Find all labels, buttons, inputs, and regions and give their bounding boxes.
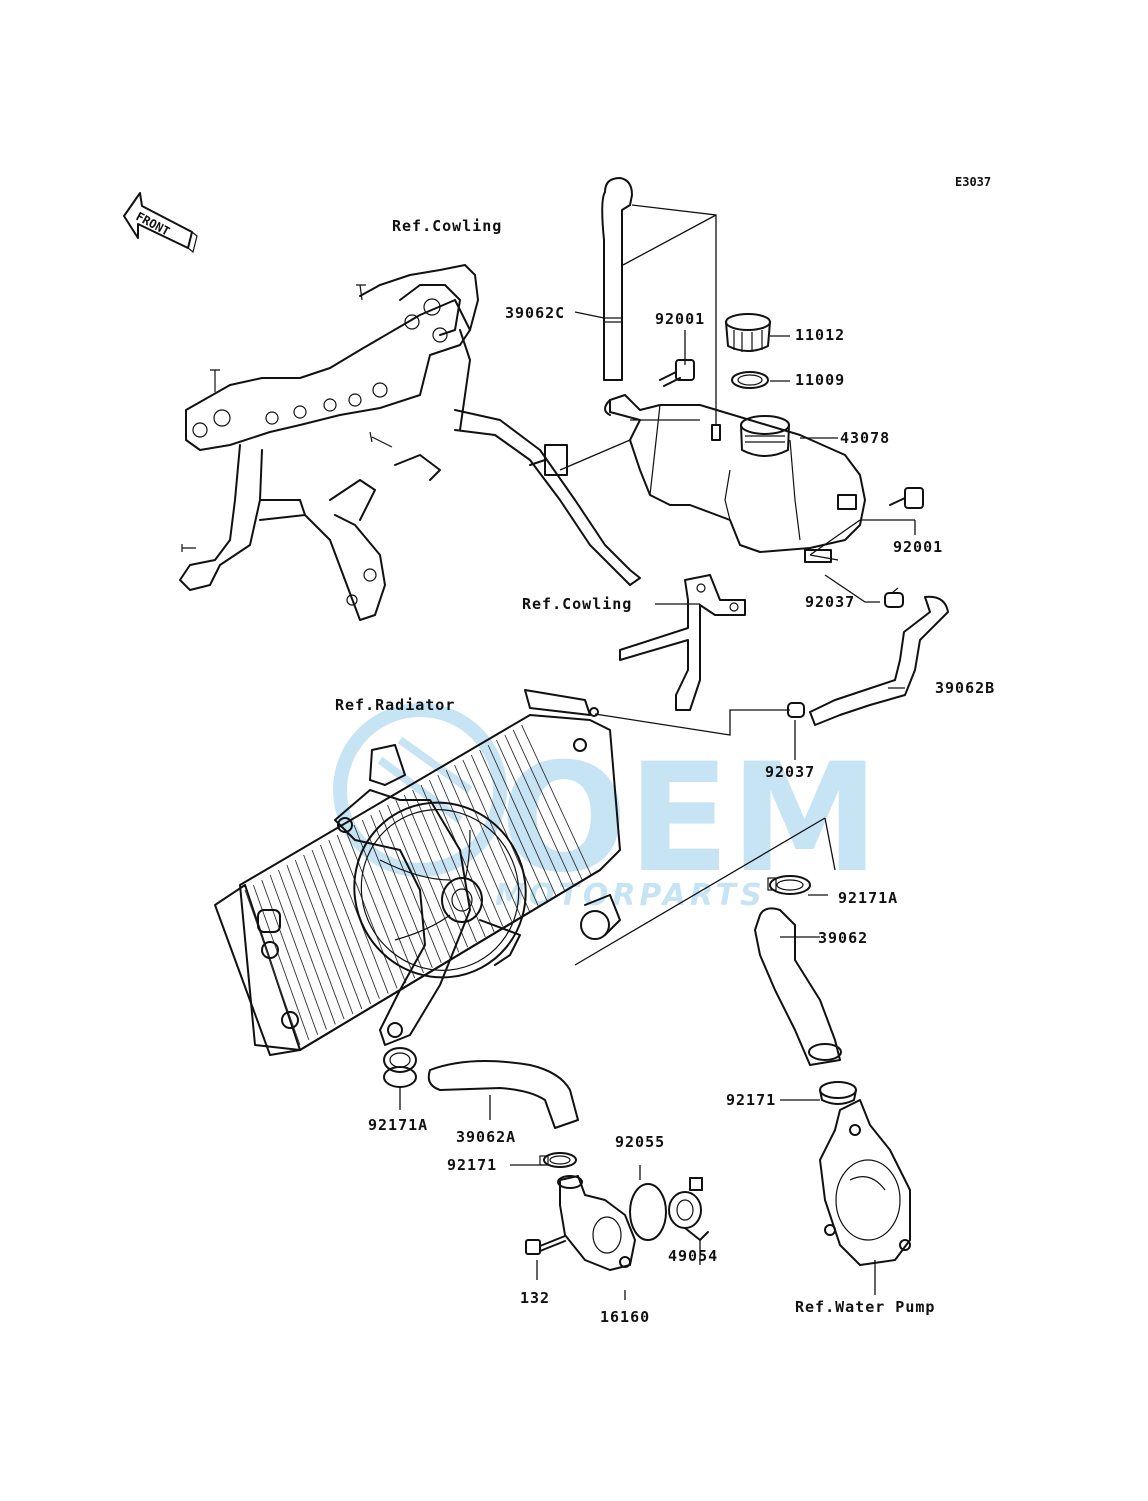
hose-39062 bbox=[754, 907, 842, 1066]
label-39062: 39062 bbox=[818, 929, 868, 947]
label-11012: 11012 bbox=[795, 326, 845, 344]
seal-11009 bbox=[731, 371, 769, 389]
clip-92037-upper bbox=[884, 587, 904, 608]
radiator-fin bbox=[479, 749, 548, 902]
label-92037-upper: 92037 bbox=[805, 593, 855, 611]
cooling-fan bbox=[334, 744, 527, 1046]
radiator-fin bbox=[269, 874, 327, 1030]
radiator-fin bbox=[261, 879, 319, 1035]
cap-11012 bbox=[725, 313, 771, 352]
radiator-fin bbox=[286, 864, 345, 1020]
radiator-fin bbox=[470, 754, 539, 907]
ref-cowling-top: Ref.Cowling bbox=[392, 217, 502, 235]
label-16160: 16160 bbox=[600, 1308, 650, 1326]
clip-92037-lower bbox=[787, 702, 805, 718]
radiator-fin bbox=[311, 849, 372, 1004]
radiator-fin bbox=[387, 804, 451, 958]
radiator-fin bbox=[521, 724, 592, 876]
clamp-92171a-left bbox=[383, 1047, 417, 1088]
frame-bracket bbox=[179, 264, 641, 621]
hose-39062b bbox=[809, 595, 949, 726]
label-92171a-left: 92171A bbox=[368, 1116, 428, 1134]
labels: Ref.Cowling 39062C 92001 11012 11009 430… bbox=[335, 217, 995, 1326]
label-39062a: 39062A bbox=[456, 1128, 516, 1146]
clamp-92171-left bbox=[539, 1152, 577, 1168]
watermark-letters: OEM bbox=[500, 732, 879, 906]
hose-39062a bbox=[427, 1060, 579, 1129]
label-92171-left: 92171 bbox=[447, 1156, 497, 1174]
watermark: OEM MOTORPARTS bbox=[333, 703, 879, 913]
radiator-fin bbox=[412, 789, 477, 943]
label-92037-lower: 92037 bbox=[765, 763, 815, 781]
bolt-92001-right bbox=[889, 487, 924, 509]
radiator-fin bbox=[252, 884, 310, 1041]
radiator-fin bbox=[445, 769, 513, 922]
radiator-fins bbox=[244, 724, 592, 1046]
radiator-fin bbox=[370, 814, 433, 968]
diagram-code: E3037 bbox=[955, 175, 991, 189]
bolt-132 bbox=[525, 1235, 566, 1255]
radiator-fin bbox=[336, 834, 398, 989]
radiator-fin bbox=[487, 744, 557, 896]
radiator-fin bbox=[320, 844, 380, 999]
label-92055: 92055 bbox=[615, 1133, 665, 1151]
thermostat-49054 bbox=[668, 1177, 709, 1241]
thermostat-housing-16160 bbox=[557, 1175, 636, 1271]
radiator-fin bbox=[353, 824, 416, 979]
radiator-fin bbox=[294, 859, 354, 1015]
radiator-filler bbox=[524, 689, 599, 717]
ref-cowling-mid: Ref.Cowling bbox=[522, 595, 632, 613]
radiator-fin bbox=[420, 784, 486, 938]
ref-radiator: Ref.Radiator bbox=[335, 696, 455, 714]
label-39062b: 39062B bbox=[935, 679, 995, 697]
radiator-fin bbox=[496, 739, 566, 891]
radiator-fin bbox=[437, 774, 504, 927]
label-43078: 43078 bbox=[840, 429, 890, 447]
radiator-fin bbox=[244, 889, 301, 1046]
label-11009: 11009 bbox=[795, 371, 845, 389]
oring-92055 bbox=[629, 1183, 667, 1241]
label-92171a-right: 92171A bbox=[838, 889, 898, 907]
radiator-fin bbox=[395, 799, 460, 953]
clamp-92171a-right bbox=[767, 875, 811, 895]
label-49054: 49054 bbox=[668, 1247, 718, 1265]
front-label: FRONT bbox=[134, 209, 172, 238]
reservoir-tank-43078 bbox=[529, 394, 866, 563]
radiator-fin bbox=[378, 809, 442, 963]
bolt-92001-top bbox=[659, 359, 695, 387]
hose-39062c bbox=[601, 177, 633, 381]
ref-water-pump: Ref.Water Pump bbox=[795, 1298, 935, 1316]
radiator-fin bbox=[504, 734, 574, 886]
radiator-fin bbox=[454, 764, 522, 917]
radiator-fin bbox=[278, 869, 336, 1025]
label-92171-right: 92171 bbox=[726, 1091, 776, 1109]
radiator-fin bbox=[345, 829, 407, 984]
label-92001-right: 92001 bbox=[893, 538, 943, 556]
label-92001-top: 92001 bbox=[655, 310, 705, 328]
label-39062c: 39062C bbox=[505, 304, 565, 322]
radiator-fin bbox=[303, 854, 363, 1010]
clamp-92171-right bbox=[819, 1081, 857, 1105]
label-132: 132 bbox=[520, 1289, 550, 1307]
water-pump bbox=[819, 1099, 911, 1266]
front-arrow-icon: FRONT bbox=[123, 192, 198, 254]
stay-bracket bbox=[619, 574, 746, 711]
radiator-fin bbox=[512, 729, 583, 881]
